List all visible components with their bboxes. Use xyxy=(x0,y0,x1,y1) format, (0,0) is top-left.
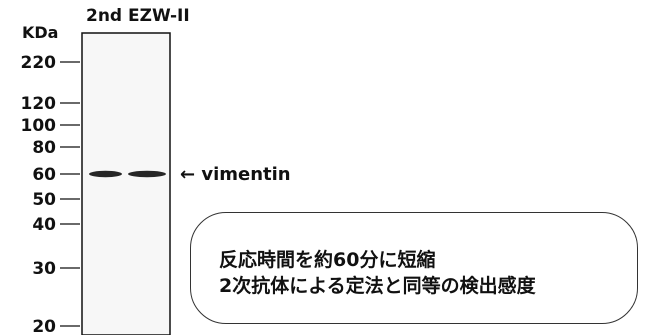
marker-label-20: 20 xyxy=(32,317,56,335)
note-line-2: 2次抗体による定法と同等の検出感度 xyxy=(219,275,536,297)
marker-label-30: 30 xyxy=(32,259,56,279)
band-layer xyxy=(89,170,166,178)
vimentin-label: ← vimentin xyxy=(180,164,291,185)
blot-membrane xyxy=(81,32,171,335)
unit-label: KDa xyxy=(22,23,58,42)
marker-label-100: 100 xyxy=(21,116,57,136)
marker-label-80: 80 xyxy=(32,138,56,158)
marker-label-50: 50 xyxy=(32,190,56,210)
note-line-1: 反応時間を約60分に短縮 xyxy=(219,249,436,271)
band-lane-1 xyxy=(89,170,122,178)
marker-label-120: 120 xyxy=(21,94,57,114)
marker-label-40: 40 xyxy=(32,215,56,235)
marker-label-220: 220 xyxy=(21,53,57,73)
note-box: 反応時間を約60分に短縮 2次抗体による定法と同等の検出感度 xyxy=(190,212,638,324)
blot-title: 2nd EZW-II xyxy=(86,6,190,26)
marker-label-60: 60 xyxy=(32,165,56,185)
band-lane-2 xyxy=(128,170,166,178)
